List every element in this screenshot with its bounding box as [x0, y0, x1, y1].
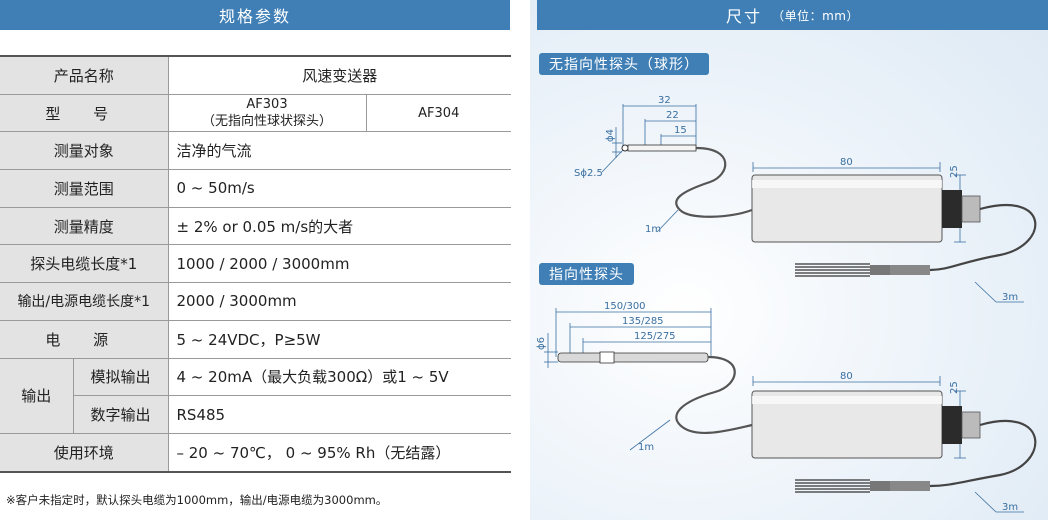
table-row: 测量对象 洁净的气流 — [0, 131, 511, 171]
table-row: 使用环境 – 20 ~ 70℃， 0 ~ 95% Rh（无结露） — [0, 432, 511, 473]
omni-probe-drawing — [621, 144, 1037, 277]
digital-value: RS485 — [168, 395, 511, 434]
target-label: 测量对象 — [0, 131, 169, 171]
dir-dim-body-h: 25 — [949, 381, 960, 394]
table-row: 数字输出 RS485 — [0, 395, 511, 434]
table-row: 测量精度 ± 2% or 0.05 m/s的大者 — [0, 206, 511, 246]
model-af304: AF304 — [366, 93, 511, 133]
power-value: 5 ~ 24VDC，P≥5W — [168, 319, 511, 359]
table-row: 产品名称 风速变送器 — [0, 54, 511, 95]
footnote: ※客户未指定时，默认探头电缆为1000mm，输出/电源电缆为3000mm。 — [6, 493, 388, 507]
dimension-drawing: 32 22 15 ϕ4 Sϕ2.5 1m 80 25 3m 150/300 13… — [536, 95, 1037, 513]
model-af303-name: AF303 — [246, 97, 288, 113]
dir-dim-body-len: 80 — [840, 371, 853, 382]
power-cable-value: 2000 / 3000mm — [168, 282, 511, 321]
accuracy-value: ± 2% or 0.05 m/s的大者 — [168, 206, 511, 246]
dir-dim-out-cable: 3m — [1002, 502, 1018, 513]
env-value: – 20 ~ 70℃， 0 ~ 95% Rh（无结露） — [168, 432, 511, 473]
omni-dim-32: 32 — [658, 95, 671, 106]
dir-dim-125: 125/275 — [634, 331, 676, 342]
omni-dim-15: 15 — [674, 125, 687, 136]
env-label: 使用环境 — [0, 432, 169, 473]
analog-value: 4 ~ 20mA（最大负载300Ω）或1 ~ 5V — [168, 357, 511, 397]
dir-dim-probe-cable: 1m — [638, 442, 654, 453]
table-row: 输出/电源电缆长度*1 2000 / 3000mm — [0, 282, 511, 321]
omni-dim-22: 22 — [666, 110, 679, 121]
table-row: 型 号 AF303 （无指向性球状探头） AF304 — [0, 93, 511, 133]
range-value: 0 ~ 50m/s — [168, 169, 511, 208]
accuracy-label: 测量精度 — [0, 206, 169, 246]
omni-probe-title: 无指向性探头（球形） — [539, 53, 709, 75]
omni-dim-out-cable: 3m — [1002, 292, 1018, 303]
dimension-header-unit: （单位：mm） — [772, 8, 859, 23]
spec-table: 产品名称 风速变送器 型 号 AF303 （无指向性球状探头） AF304 测量… — [0, 54, 511, 473]
product-name-label: 产品名称 — [0, 54, 169, 95]
output-label: 输出 — [0, 357, 74, 434]
model-label: 型 号 — [0, 93, 169, 133]
power-cable-label: 输出/电源电缆长度*1 — [0, 282, 169, 321]
table-row: 输出 模拟输出 4 ~ 20mA（最大负载300Ω）或1 ~ 5V — [0, 357, 511, 434]
dimension-header-title: 尺寸 — [726, 7, 763, 26]
probe-cable-value: 1000 / 2000 / 3000mm — [168, 244, 511, 284]
model-af303: AF303 （无指向性球状探头） — [168, 93, 367, 133]
spec-header-title: 规格参数 — [218, 7, 291, 26]
dir-dim-135: 135/285 — [622, 316, 664, 327]
analog-label: 模拟输出 — [72, 357, 169, 397]
dir-probe-drawing — [557, 351, 1037, 493]
power-label: 电 源 — [0, 319, 169, 359]
spec-header: 规格参数 — [0, 0, 510, 30]
dir-probe-title: 指向性探头 — [539, 263, 634, 285]
range-label: 测量范围 — [0, 169, 169, 208]
omni-dim-probe-cable: 1m — [645, 224, 661, 235]
table-row: 探头电缆长度*1 1000 / 2000 / 3000mm — [0, 244, 511, 284]
dir-dim-phi6: ϕ6 — [536, 337, 547, 350]
spec-panel: 规格参数 产品名称 风速变送器 型 号 AF303 （无指向性球状探头） AF3… — [0, 0, 512, 520]
omni-dim-body-len: 80 — [840, 157, 853, 168]
dir-dim-150: 150/300 — [604, 301, 646, 312]
dimension-header: 尺寸 （单位：mm） — [537, 0, 1048, 30]
omni-dim-body-h: 25 — [949, 165, 960, 178]
table-row: 测量范围 0 ~ 50m/s — [0, 169, 511, 208]
digital-label: 数字输出 — [72, 395, 169, 434]
product-name-value: 风速变送器 — [168, 54, 511, 95]
model-af303-desc: （无指向性球状探头） — [201, 114, 332, 130]
target-value: 洁净的气流 — [168, 131, 511, 171]
table-row: 电 源 5 ~ 24VDC，P≥5W — [0, 319, 511, 359]
omni-dim-sphere: Sϕ2.5 — [574, 168, 603, 179]
omni-dim-phi4: ϕ4 — [605, 129, 616, 142]
probe-cable-label: 探头电缆长度*1 — [0, 244, 169, 284]
dimension-panel: 尺寸 （单位：mm） 无指向性探头（球形） 指向性探头 — [530, 0, 1048, 520]
